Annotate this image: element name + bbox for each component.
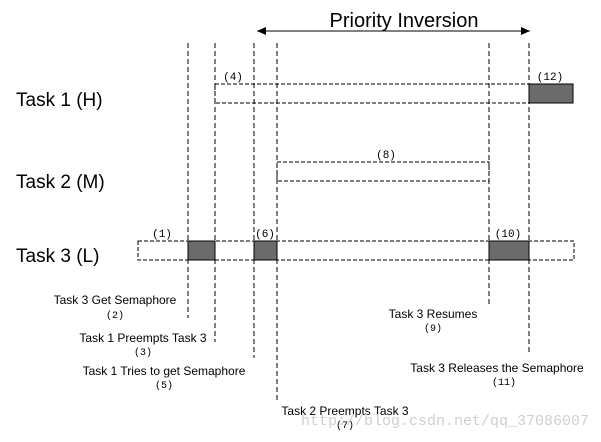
task2-timeline — [276, 161, 490, 182]
event-5-num: (5) — [155, 380, 173, 392]
event-7: Task 2 Preempts Task 3 (7) — [281, 404, 408, 432]
task3-label: Task 3 (L) — [16, 246, 99, 267]
marker-1: (1) — [152, 229, 172, 241]
title: Priority Inversion — [330, 10, 479, 32]
event-3: Task 1 Preempts Task 3 (3) — [79, 331, 206, 359]
task3-run-segment-1 — [187, 240, 216, 261]
event-11-num: (11) — [492, 377, 516, 389]
event-5: Task 1 Tries to get Semaphore (5) — [83, 364, 246, 392]
event-2: Task 3 Get Semaphore (2) — [54, 293, 177, 322]
event-2-num: (2) — [106, 310, 124, 322]
marker-6: (6) — [255, 229, 275, 241]
marker-12: (12) — [537, 72, 563, 84]
marker-8: (8) — [376, 150, 396, 162]
task1-label: Task 1 (H) — [16, 90, 103, 111]
event-7-num: (7) — [336, 420, 354, 432]
time-guides — [187, 43, 530, 400]
event-9-num: (9) — [424, 323, 442, 335]
watermark: http://blog.csdn.net/qq_37086007 — [301, 413, 589, 430]
task3-run-segment-3 — [488, 240, 530, 261]
event-9-text: Task 3 Resumes — [389, 307, 478, 321]
event-2-text: Task 3 Get Semaphore — [54, 293, 177, 307]
event-3-text: Task 1 Preempts Task 3 — [79, 331, 206, 345]
event-7-text: Task 2 Preempts Task 3 — [281, 404, 408, 418]
event-11-text: Task 3 Releases the Semaphore — [410, 361, 584, 375]
priority-inversion-span — [257, 27, 530, 35]
marker-10: (10) — [495, 229, 521, 241]
event-3-num: (3) — [134, 347, 152, 359]
event-5-text: Task 1 Tries to get Semaphore — [83, 364, 246, 378]
task2-label: Task 2 (M) — [16, 172, 105, 193]
task3-timeline — [137, 240, 575, 261]
event-9: Task 3 Resumes (9) — [389, 307, 478, 335]
task3-run-segment-2 — [253, 240, 278, 261]
marker-4: (4) — [223, 72, 243, 84]
task1-timeline — [214, 83, 574, 104]
task1-run-segment — [528, 83, 574, 104]
event-11: Task 3 Releases the Semaphore (11) — [410, 361, 584, 389]
